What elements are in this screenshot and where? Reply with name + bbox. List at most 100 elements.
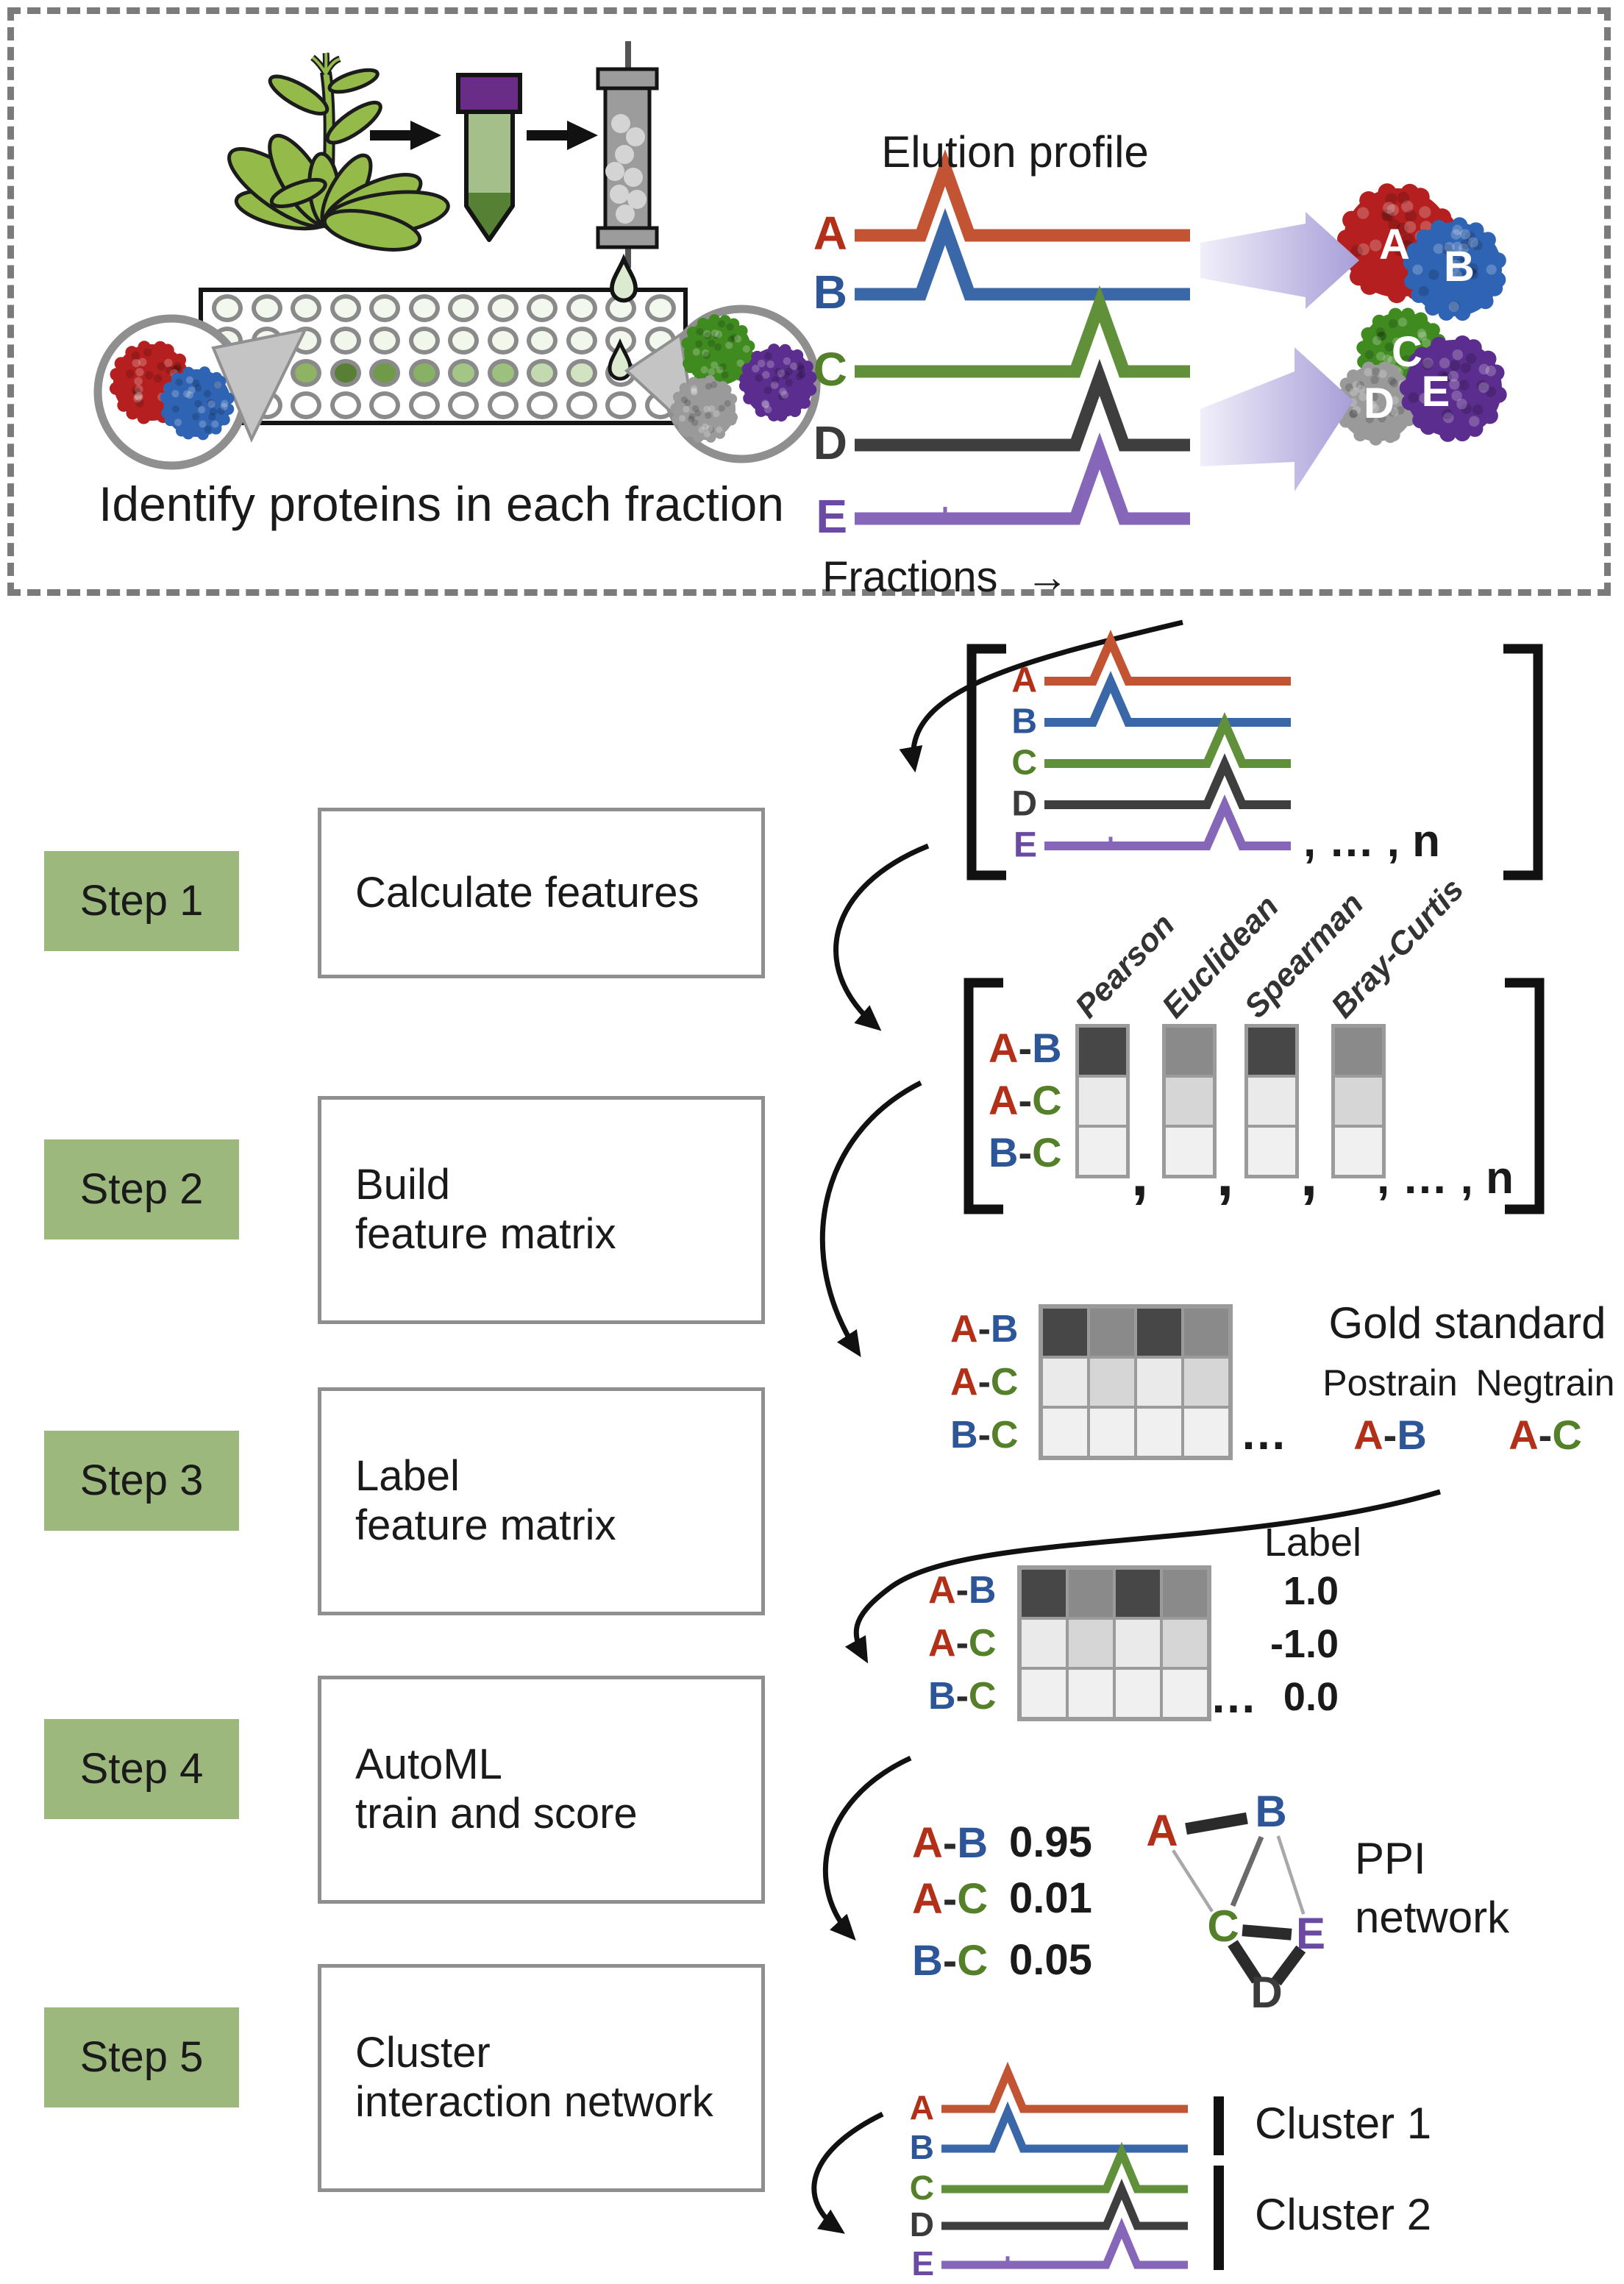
blob-E-small xyxy=(738,344,817,422)
trace-label-C: C xyxy=(910,2169,934,2207)
pair-letter: C xyxy=(1032,1077,1062,1123)
bracket-left-step1 xyxy=(966,644,1006,880)
ppi-edge-C-D xyxy=(1228,1940,1262,1984)
step1-badge: Step 1 xyxy=(44,851,239,951)
label-value-bc: 0.0 xyxy=(1283,1675,1339,1719)
pair-letter: A xyxy=(912,1875,943,1923)
step2-badge: Step 2 xyxy=(44,1139,239,1239)
plate-well xyxy=(448,359,479,387)
droplet-icon xyxy=(610,253,638,303)
plant-leaf xyxy=(327,68,380,94)
plate-well xyxy=(291,294,321,322)
matrix-cell xyxy=(1335,1128,1382,1175)
pair-letter: A xyxy=(950,1361,978,1404)
blob-D-big xyxy=(1334,361,1419,446)
feature-column-euclidean xyxy=(1162,1024,1217,1178)
protein-complex-blobs xyxy=(109,183,1507,446)
pair-letter: B xyxy=(968,1569,997,1612)
cluster1-label: Cluster 1 xyxy=(1255,2099,1432,2148)
pair-hyphen: - xyxy=(955,1622,969,1665)
step5-badge: Step 5 xyxy=(44,2007,239,2107)
fractions-text: Fractions xyxy=(822,553,998,601)
pair-letter: A xyxy=(912,1819,943,1867)
feature-column-bray-curtis xyxy=(1331,1024,1386,1178)
step2-text-line1: Build xyxy=(355,1161,450,1209)
ppi-network-edges xyxy=(1172,1812,1306,1986)
step4-text-line2: train and score xyxy=(355,1790,638,1837)
trace-label-D: D xyxy=(813,416,847,469)
matrix-cell xyxy=(1335,1028,1382,1075)
pair-letter: A xyxy=(989,1077,1019,1123)
matrix-cell xyxy=(1163,1670,1207,1717)
ppi-node-B: B xyxy=(1255,1787,1287,1836)
pair-hyphen: - xyxy=(1383,1412,1397,1458)
plate-well xyxy=(330,294,361,322)
bracket-right-step2 xyxy=(1505,978,1545,1214)
pair-letter: B xyxy=(1032,1025,1062,1071)
pair-label-bc: B-C xyxy=(928,1674,996,1718)
step3-text-line2: feature matrix xyxy=(355,1501,616,1549)
pair-letter: A xyxy=(928,1622,956,1665)
pair-hyphen: - xyxy=(942,1875,958,1923)
gold-standard-title: Gold standard xyxy=(1328,1298,1606,1348)
arrow-plant-to-tube-icon xyxy=(370,121,441,150)
matrix-cell xyxy=(1137,1359,1181,1406)
plate-well xyxy=(369,359,400,387)
elution-trace-D xyxy=(941,2178,1188,2230)
elution-trace-A xyxy=(855,149,1190,242)
negtrain-pair: A-C xyxy=(1468,1411,1623,1459)
plate-well xyxy=(487,294,519,322)
negtrain-label: Negtrain xyxy=(1475,1362,1615,1404)
matrix-cell xyxy=(1248,1028,1295,1075)
trace-label-E: E xyxy=(1014,825,1037,864)
pair-hyphen: - xyxy=(955,1675,969,1718)
step4-box: AutoML train and score xyxy=(318,1676,765,1904)
elution-trace-B xyxy=(941,2101,1188,2153)
matrix-cell xyxy=(1137,1409,1181,1456)
matrix-cell xyxy=(1163,1570,1207,1617)
plate-well xyxy=(644,294,676,322)
ellipsis: … xyxy=(1210,1670,1257,1723)
pair-letter: C xyxy=(957,1875,989,1923)
flow-arrow-2 xyxy=(833,843,930,1031)
plate-well xyxy=(408,294,440,322)
matrix-cell xyxy=(1079,1128,1126,1175)
trace-label-D: D xyxy=(910,2205,934,2244)
elution-trace-E xyxy=(1044,794,1291,850)
complex-letter-B: B xyxy=(1444,243,1475,291)
matrix-cell xyxy=(1137,1309,1181,1356)
pair-letter: B xyxy=(989,1129,1019,1175)
trace-label-D: D xyxy=(1011,784,1037,823)
plate-well xyxy=(448,327,479,355)
ppi-edge-B-C xyxy=(1230,1835,1264,1907)
pair-label-ac: A-C xyxy=(950,1360,1018,1404)
step3-box: Label feature matrix xyxy=(318,1387,765,1615)
plate-well xyxy=(212,294,243,322)
plant-leaf xyxy=(268,74,330,115)
flow-arrow-4 xyxy=(844,1489,1441,1664)
pair-hyphen: - xyxy=(1018,1025,1033,1071)
ellipsis: … xyxy=(1240,1406,1287,1459)
elution-trace-C xyxy=(855,285,1190,378)
score-value-ac: 0.01 xyxy=(1009,1874,1092,1922)
plate-well xyxy=(251,294,282,322)
pair-letter: B xyxy=(950,1414,978,1456)
flow-arrow-1 xyxy=(899,619,1183,773)
plate-well xyxy=(369,391,400,419)
step3-text-line1: Label xyxy=(355,1452,460,1501)
flow-arrow-5 xyxy=(822,1755,912,1941)
plate-well xyxy=(487,327,519,355)
pair-letter: B xyxy=(928,1675,956,1718)
cluster2-bar xyxy=(1214,2166,1224,2270)
pair-hyphen: - xyxy=(942,1819,958,1867)
matrix-cell xyxy=(1043,1309,1087,1356)
trace-label-E: E xyxy=(816,490,847,543)
trace-label-A: A xyxy=(910,2088,934,2127)
elution-trace-A xyxy=(941,2061,1188,2113)
pair-letter: C xyxy=(968,1675,997,1718)
matrix-cell xyxy=(1116,1620,1160,1667)
plate-well xyxy=(605,391,636,419)
